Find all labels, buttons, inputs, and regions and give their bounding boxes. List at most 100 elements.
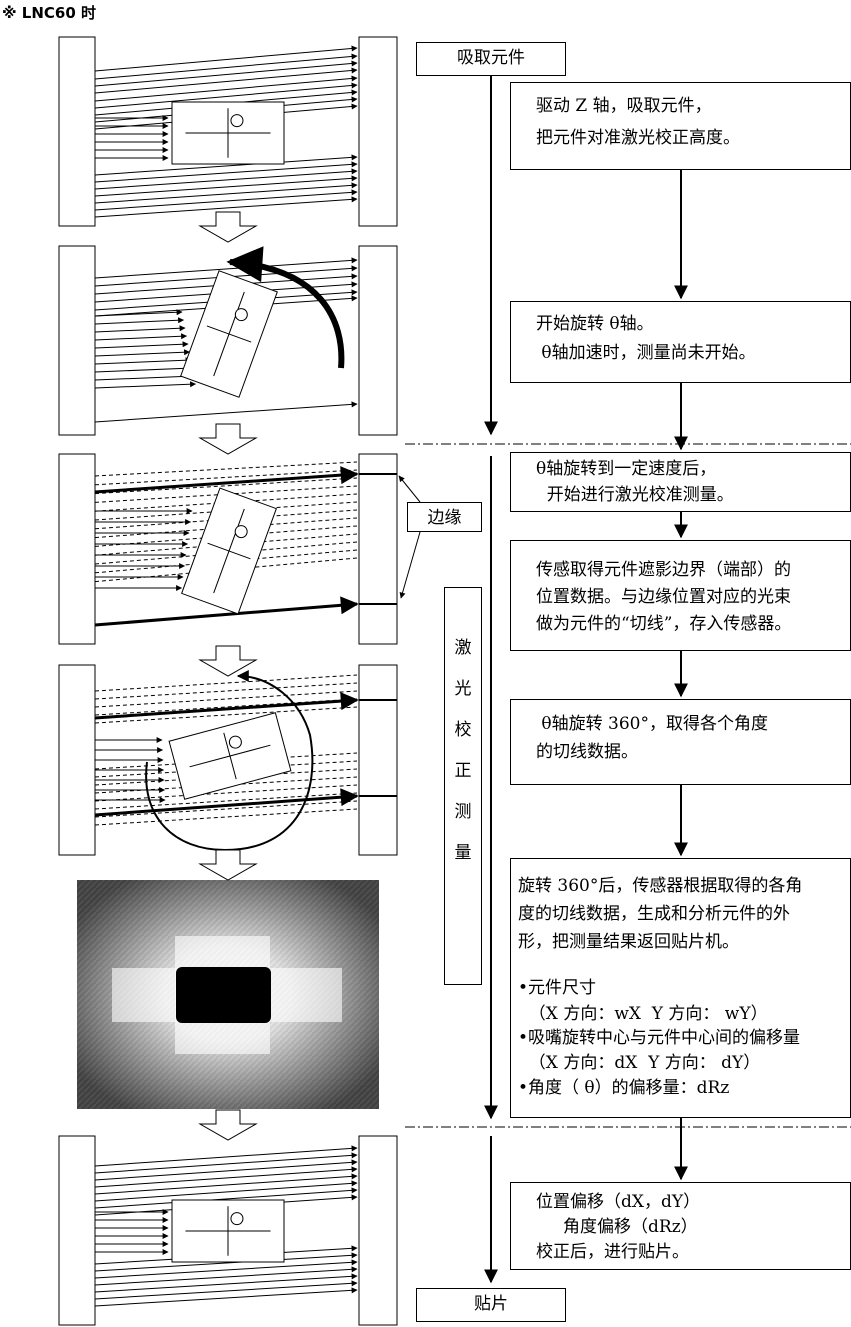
step-6-line: •吸嘴旋转中心与元件中心间的偏移量 xyxy=(518,1025,800,1052)
beam-arrow xyxy=(95,192,357,210)
beam-arrow xyxy=(95,63,357,86)
beam-arrow xyxy=(95,1283,357,1299)
end-label: 贴片 xyxy=(474,1294,508,1314)
receiver-block xyxy=(359,1136,397,1325)
beam-arrow xyxy=(95,164,357,182)
step-6-line: （X 方向：dX Y 方向： dY） xyxy=(518,1050,760,1077)
dashed-beam xyxy=(95,801,357,817)
step-1-line: 把元件对准激光校正高度。 xyxy=(536,125,740,152)
dashed-beam xyxy=(95,691,357,707)
beam-arrow xyxy=(95,320,184,324)
sensor-frame xyxy=(59,246,397,435)
dashed-beam xyxy=(95,675,357,691)
beam-arrow xyxy=(95,376,194,380)
edge-pointer xyxy=(401,532,420,598)
receiver-block xyxy=(359,37,397,226)
beam-arrow xyxy=(95,178,357,196)
beam-arrow xyxy=(95,1290,357,1306)
beam-arrow xyxy=(95,344,188,348)
tangent-beam xyxy=(95,700,357,718)
sensor-frame xyxy=(59,665,397,855)
end-label-box: 贴片 xyxy=(416,1288,566,1322)
beam-arrow xyxy=(95,171,357,189)
nozzle-circle xyxy=(231,115,243,127)
step-3-line: 开始进行激光校准测量。 xyxy=(536,482,734,509)
beam-arrow xyxy=(95,1183,357,1201)
beam-arrow xyxy=(95,328,185,332)
measure-char: 激 xyxy=(445,628,481,669)
sensor-frame xyxy=(59,454,420,644)
beam-arrow xyxy=(95,185,357,203)
shadow-photo xyxy=(77,880,379,1109)
step-box-6: 旋转 360°后，传感器根据取得的各角 度的切线数据，生成和分析元件的外 形，把… xyxy=(510,858,851,1118)
step-6-line: •角度（ θ）的偏移量：dRz xyxy=(518,1075,729,1102)
step-box-2: 开始旋转 θ轴。 θ轴加速时，测量尚未开始。 xyxy=(510,301,851,383)
receiver-block xyxy=(359,246,397,435)
tangent-beam xyxy=(95,474,357,492)
nozzle-circle xyxy=(231,1213,243,1225)
step-5-line: θ轴旋转 360°，取得各个角度 xyxy=(536,711,768,738)
step-3-line: θ轴旋转到一定速度后， xyxy=(536,456,716,483)
step-4-line: 位置数据。与边缘位置对应的光束 xyxy=(536,584,791,611)
beam-arrow xyxy=(95,336,187,340)
step-7-line: 校正后，进行贴片。 xyxy=(536,1239,689,1266)
step-6-line: 度的切线数据，生成和分析元件的外 xyxy=(518,901,790,928)
edge-label-box: 边缘 xyxy=(407,502,482,532)
component xyxy=(172,102,284,164)
measure-char: 校 xyxy=(445,710,481,751)
step-box-5: θ轴旋转 360°，取得各个角度 的切线数据。 xyxy=(510,699,851,785)
dashed-beam xyxy=(95,683,357,699)
step-1-line: 驱动 Z 轴，吸取元件， xyxy=(536,93,712,120)
down-arrow xyxy=(200,212,256,242)
receiver-block xyxy=(359,665,397,855)
step-2-line: θ轴加速时，测量尚未开始。 xyxy=(536,340,756,367)
sensor-frame xyxy=(59,37,397,226)
step-6-line: 形，把测量结果返回贴片机。 xyxy=(518,929,739,956)
step-4-line: 做为元件的“切线”，存入传感器。 xyxy=(536,611,791,638)
beam-arrow xyxy=(95,404,357,422)
component xyxy=(172,1200,284,1262)
start-label: 吸取元件 xyxy=(457,48,525,68)
step-7-line: 位置偏移（dX，dY） xyxy=(536,1189,700,1216)
component-shadow xyxy=(176,967,271,1023)
receiver-block xyxy=(359,454,397,644)
measure-char: 光 xyxy=(445,669,481,710)
down-arrow xyxy=(200,1110,256,1140)
component xyxy=(181,271,278,397)
measure-char: 量 xyxy=(445,833,481,874)
step-box-3: θ轴旋转到一定速度后， 开始进行激光校准测量。 xyxy=(510,452,851,512)
beam-arrow xyxy=(95,360,191,364)
edge-pointer xyxy=(399,476,420,502)
step-7-line: 角度偏移（dRz） xyxy=(536,1214,698,1241)
beam-arrow xyxy=(95,1262,357,1278)
emitter-block xyxy=(59,37,95,226)
beam-arrow xyxy=(95,384,196,388)
tangent-beam xyxy=(95,796,357,815)
component xyxy=(169,713,291,799)
measure-char: 正 xyxy=(445,751,481,792)
emitter-block xyxy=(59,246,95,435)
edge-label: 边缘 xyxy=(428,508,462,528)
step-6-line: 旋转 360°后，传感器根据取得的各角 xyxy=(518,873,802,900)
step-box-4: 传感取得元件遮影边界（端部）的 位置数据。与边缘位置对应的光束 做为元件的“切线… xyxy=(510,540,851,651)
beam-arrow xyxy=(95,1155,357,1173)
beam-arrow xyxy=(95,352,190,356)
beam-arrow xyxy=(95,1176,357,1194)
step-6-line: •元件尺寸 xyxy=(518,975,596,1002)
step-box-7: 位置偏移（dX，dY） 角度偏移（dRz） 校正后，进行贴片。 xyxy=(510,1182,851,1270)
down-arrow xyxy=(200,850,256,880)
step-2-line: 开始旋转 θ轴。 xyxy=(536,311,654,338)
down-arrow xyxy=(200,424,256,454)
step-5-line: 的切线数据。 xyxy=(536,739,638,766)
emitter-block xyxy=(59,665,95,855)
beam-arrow xyxy=(95,1169,357,1187)
dashed-beam xyxy=(95,462,357,476)
measure-char: 测 xyxy=(445,792,481,833)
step-6-line: （X 方向：wX Y 方向： wY） xyxy=(518,1001,768,1028)
beam-arrow xyxy=(95,1148,357,1166)
component xyxy=(182,488,277,614)
start-label-box: 吸取元件 xyxy=(416,42,566,76)
beam-arrow xyxy=(95,368,193,372)
step-4-line: 传感取得元件遮影边界（端部）的 xyxy=(536,557,791,584)
